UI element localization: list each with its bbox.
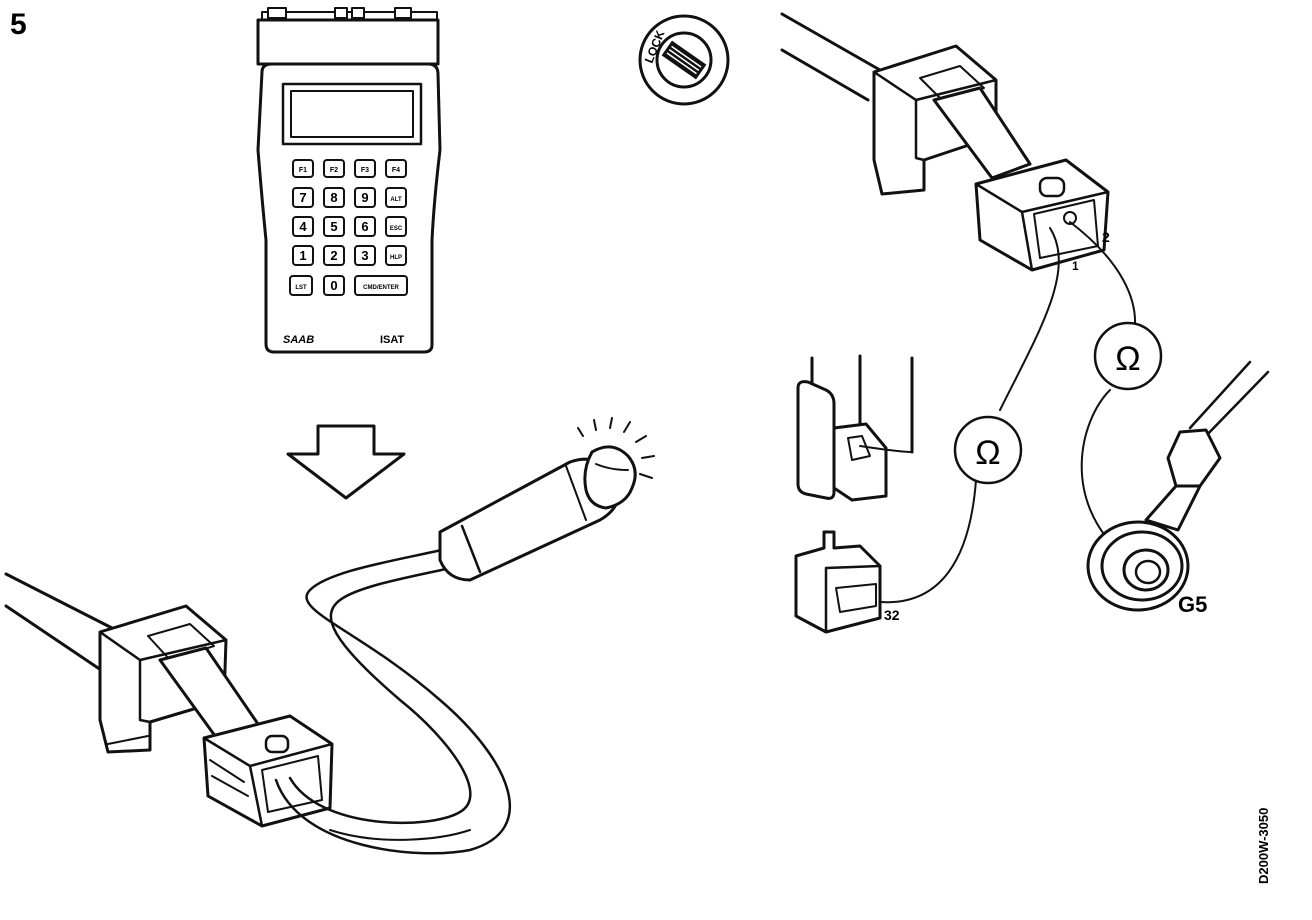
key-f3: F3 [354, 159, 376, 178]
key-5: 5 [323, 216, 345, 237]
ohm-symbol: Ω [1115, 340, 1140, 378]
down-arrow-icon [286, 424, 406, 500]
step-number: 5 [10, 8, 27, 41]
key-4: 4 [292, 216, 314, 237]
svg-text:2: 2 [330, 248, 337, 263]
key-f4: F4 [385, 159, 407, 178]
key-lst: LST [289, 275, 313, 296]
svg-text:5: 5 [330, 219, 337, 234]
key-f2: F2 [323, 159, 345, 178]
key-3: 3 [354, 245, 376, 266]
ohmmeter-icon: Ω [953, 415, 1023, 485]
tester-model: ISAT [380, 334, 405, 346]
key-9: 9 [354, 187, 376, 208]
ohmmeter-icon: Ω [1093, 321, 1163, 391]
svg-text:7: 7 [299, 190, 306, 205]
key-8: 8 [323, 187, 345, 208]
svg-text:8: 8 [330, 190, 337, 205]
key-hlp: HLP [385, 245, 407, 266]
resistance-measurement: 2 1 32 Ω Ω G5 [780, 12, 1270, 634]
svg-text:9: 9 [361, 190, 368, 205]
svg-text:CMD/ENTER: CMD/ENTER [363, 285, 399, 291]
tester-keypad: F1 F2 F3 F4 7 8 [289, 159, 408, 296]
document-code: D200W-3050 [1256, 808, 1271, 884]
ignition-lock-icon: LOCK [638, 14, 730, 106]
pin-32-label: 32 [884, 607, 900, 623]
svg-text:LST: LST [295, 285, 307, 291]
isat-tester: F1 F2 F3 F4 7 8 [256, 7, 442, 354]
key-cmd-enter: CMD/ENTER [354, 275, 408, 296]
svg-text:0: 0 [330, 278, 337, 293]
svg-text:HLP: HLP [390, 255, 402, 261]
key-1: 1 [292, 245, 314, 266]
key-esc: ESC [385, 216, 407, 237]
key-f1: F1 [292, 159, 314, 178]
svg-text:F4: F4 [392, 167, 400, 174]
pin-2-label: 2 [1102, 229, 1110, 245]
key-alt: ALT [385, 187, 407, 208]
key-2: 2 [323, 245, 345, 266]
svg-text:ESC: ESC [390, 226, 403, 232]
ground-label: G5 [1178, 592, 1207, 617]
svg-text:F2: F2 [330, 167, 338, 174]
svg-text:ALT: ALT [390, 197, 402, 203]
key-7: 7 [292, 187, 314, 208]
svg-text:3: 3 [361, 248, 368, 263]
key-6: 6 [354, 216, 376, 237]
svg-text:1: 1 [299, 248, 306, 263]
svg-text:6: 6 [361, 219, 368, 234]
ohm-symbol: Ω [975, 434, 1000, 472]
test-lamp-assembly [4, 417, 655, 855]
pin-1-label: 1 [1072, 259, 1079, 273]
svg-text:4: 4 [299, 219, 307, 234]
svg-text:F3: F3 [361, 167, 369, 174]
tester-brand: SAAB [283, 334, 314, 346]
key-0: 0 [323, 275, 345, 296]
svg-text:F1: F1 [299, 167, 307, 174]
